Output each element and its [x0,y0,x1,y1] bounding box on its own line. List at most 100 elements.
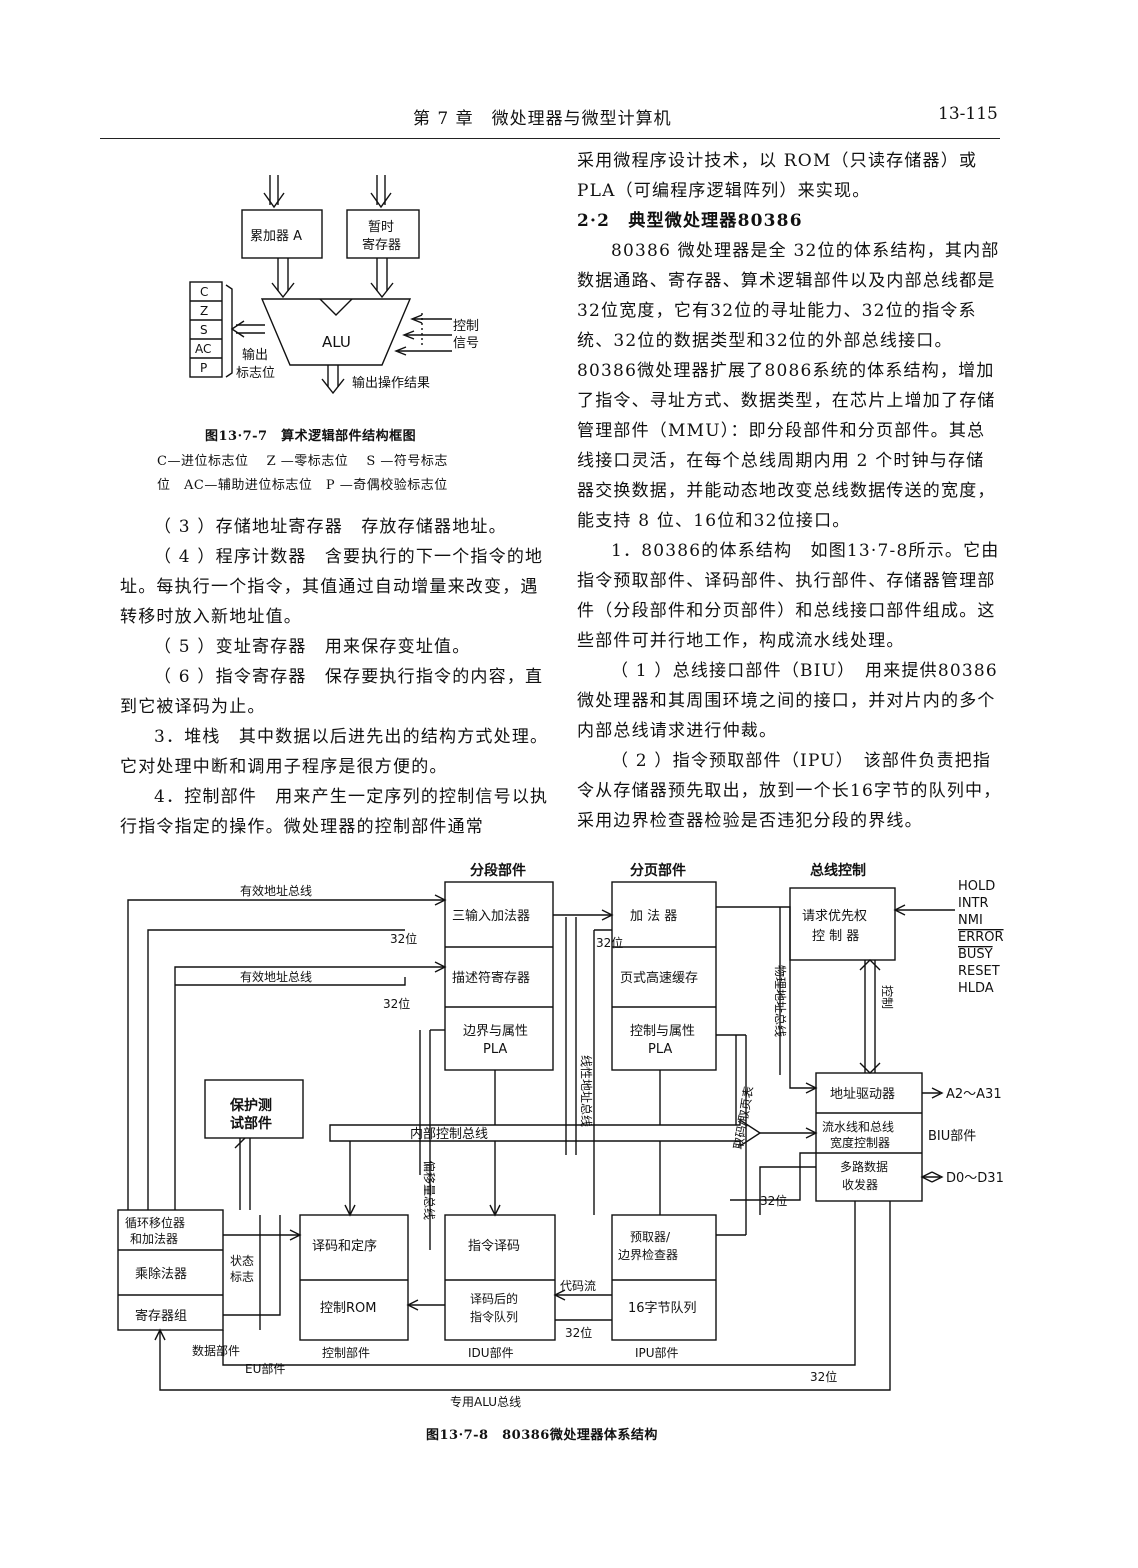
linear-address-bus: 线性地址总线 [579,1055,593,1127]
control-signal-label-2: 信号 [453,336,479,351]
fig1-caption-title: 图13·7-7 算术逻辑部件结构框图 [205,429,417,444]
signal-busy: BUSY [958,947,993,962]
right-column: 采用微程序设计技术，以 ROM（只读存储器）或 PLA（可编程序逻辑阵列）来实现… [577,146,1002,836]
page-unit-title: 分页部件 [630,862,686,879]
decoded-queue-1: 译码后的 [470,1291,518,1306]
left-column: （ 3 ）存储地址寄存器 存放存储器地址。 （ 4 ）程序计数器 含要执行的下一… [120,512,550,842]
ctrl-attr-pla-1: 控制与属性 [630,1024,695,1039]
alu-block-diagram: 累加器 A 暂时 寄存器 ALU C Z S AC P 输出 标志位 控制 信号… [189,175,479,395]
fig1-caption-line2: 位 AC—辅助进位标志位 P —奇偶校验标志位 [157,478,448,493]
right-para-2: 1．80386的体系结构 如图13·7-8所示。它由指令预取部件、译码部件、执行… [577,541,1000,651]
flag-s: S [200,323,208,337]
ctrl-attr-pla-2: PLA [648,1042,672,1057]
i80386-architecture-diagram: 分段部件 分页部件 总线控制 三输入加法器 描述符寄存器 边界与属性 PLA 加… [117,862,1004,1409]
accumulator-box [241,209,323,259]
output-flags-label-2: 标志位 [236,366,275,381]
left-para-5: 3．堆栈 其中数据以后进先出的结构方式处理。它对处理中断和调用子程序是很方便的。 [120,727,549,777]
left-para-4: （ 6 ）指令寄存器 保存要执行指令的内容，直到它被译码为止。 [120,667,544,717]
offset-bus: 偏移量总线 [422,1160,437,1220]
temp-register-label-1: 暂时 [368,220,394,235]
pipeline-controller-1: 流水线和总线 [822,1120,894,1134]
register-file: 寄存器组 [135,1308,187,1324]
left-para-1: （ 3 ）存储地址寄存器 存放存储器地址。 [154,517,507,537]
page-cache: 页式高速缓存 [620,970,698,986]
right-para-1: 80386 微处理器是全 32位的体系结构，其内部数据通路、寄存器、算术逻辑部件… [577,241,1000,531]
signal-reset: RESET [958,964,1000,979]
multiplier-divider: 乘除法器 [135,1267,187,1282]
eu-data-unit-box [117,1209,224,1331]
decoded-queue-2: 指令队列 [470,1309,518,1324]
protection-test-label-1: 保护测 [229,1097,272,1114]
ipu-box [611,1214,717,1341]
shifter-adder-1: 循环移位器 [125,1215,185,1230]
protection-test-label-2: 试部件 [230,1115,272,1132]
flag-c: C [200,285,208,299]
bit32-label-1: 32位 [390,931,417,946]
flag-ac: AC [195,342,211,356]
output-result-label: 输出操作结果 [352,375,430,391]
signal-error: ERROR [958,930,1004,945]
signal-nmi: NMI [958,913,983,928]
status-flags-1: 状态 [230,1254,254,1268]
fig2-caption: 图13·7-8 80386微处理器体系结构 [426,1428,658,1443]
mux-transceiver-2: 收发器 [842,1177,878,1192]
control-signal-label-1: 控制 [453,319,479,334]
output-flags-label-1: 输出 [242,347,268,363]
bus-control-title: 总线控制 [810,862,866,879]
page-header-title: 第 7 章 微处理器与微型计算机 [413,109,672,129]
signal-hlda: HLDA [958,981,994,996]
alu-label: ALU [322,333,351,351]
idu-label: IDU部件 [468,1345,514,1360]
bit32-label-3: 32位 [596,935,623,950]
data-bus-label: D0～D31 [946,1171,1004,1186]
flag-z: Z [200,304,208,318]
instruction-decode: 指令译码 [468,1239,520,1254]
effective-address-bus-2: 有效地址总线 [240,969,312,984]
bit32-label-6: 32位 [810,1369,837,1384]
left-para-2: （ 4 ）程序计数器 含要执行的下一个指令的地址。每执行一个指令，其值通过自动增… [120,547,544,627]
decode-sequence: 译码和定序 [312,1239,377,1254]
fetch-page-table: 取码/取页表 [731,1085,756,1151]
prefetcher-1: 预取器/ [630,1230,671,1244]
control-unit-box [299,1214,409,1341]
three-input-adder: 三输入加法器 [452,908,530,924]
temp-register-box [346,209,420,259]
flag-p: P [200,361,207,375]
paging-unit-box [611,881,717,1071]
segmentation-unit-box [444,881,554,1071]
alu-shape [260,298,412,366]
eu-label: EU部件 [245,1361,285,1376]
left-para-3: （ 5 ）变址寄存器 用来保存变址值。 [154,637,471,657]
shifter-adder-2: 和加法器 [130,1232,178,1246]
bit32-label-5: 32位 [565,1325,592,1340]
paging-adder: 加 法 器 [630,909,677,924]
alu-dedicated-bus: 专用ALU总线 [450,1394,521,1409]
signal-intr: INTR [958,896,989,911]
section-heading: 2·2 典型微处理器80386 [577,211,803,231]
control-label: 控制 [880,985,894,1009]
status-flags-2: 标志 [230,1270,254,1284]
left-para-6: 4．控制部件 用来产生一定序列的控制信号以执行指令指定的操作。微处理器的控制部件… [120,787,549,837]
fig1-caption-line1: C—进位标志位 Z —零标志位 S —符号标志 [157,454,448,469]
temp-register-label-2: 寄存器 [362,237,401,253]
seg-unit-title: 分段部件 [470,862,526,879]
right-para-3: （ 1 ）总线接口部件（BIU） 用来提供80386微处理器和其周围环境之间的接… [577,661,998,741]
ipu-label: IPU部件 [635,1345,679,1360]
bus-request-priority-box [789,887,896,961]
bus-priority-label-1: 请求优先权 [802,908,867,924]
descriptor-register: 描述符寄存器 [452,970,530,986]
control-rom: 控制ROM [320,1301,376,1316]
bus-priority-label-2: 控 制 器 [812,929,859,944]
effective-address-bus-1: 有效地址总线 [240,883,312,898]
pipeline-controller-2: 宽度控制器 [830,1135,890,1150]
address-driver: 地址驱动器 [830,1087,895,1102]
address-bus-label: A2～A31 [946,1087,1002,1102]
signal-hold: HOLD [958,879,995,894]
control-unit-label: 控制部件 [322,1345,370,1360]
data-unit-label: 数据部件 [192,1343,240,1358]
right-para-4: （ 2 ）指令预取部件（IPU） 该部件负责把指令从存储器预先取出，放到一个长1… [577,751,1002,831]
page-number: 13-115 [938,104,998,124]
bit32-label-2: 32位 [383,996,410,1011]
header-rule [100,138,1000,139]
queue-16-byte: 16字节队列 [628,1301,697,1316]
